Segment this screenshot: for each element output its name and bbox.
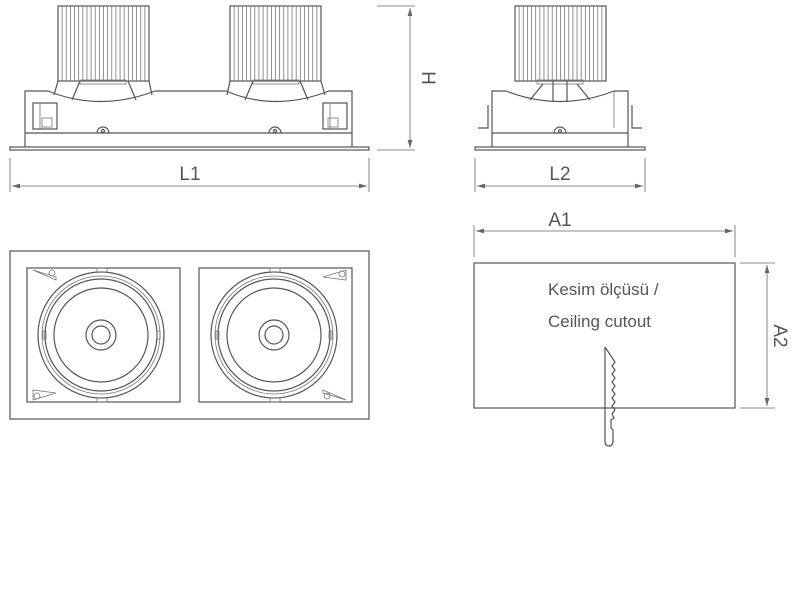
heatsink-right <box>226 5 326 101</box>
cutout-label-en: Ceiling cutout <box>548 312 651 331</box>
top-frame <box>9 250 370 420</box>
l2-label: L2 <box>549 164 570 185</box>
side-view <box>474 5 646 151</box>
a2-label: A2 <box>769 324 790 347</box>
connector-right <box>322 102 348 130</box>
h-label: H <box>417 71 438 85</box>
a1-dimension: A1 <box>473 210 736 257</box>
cutout-view: A1 Kesim ölçüsü / Ceiling cutout A2 <box>473 210 790 447</box>
cutout-label-tr: Kesim ölçüsü / <box>548 280 659 299</box>
front-flange <box>9 146 370 151</box>
a1-label: A1 <box>548 210 571 231</box>
jigsaw-blade-icon <box>604 346 616 447</box>
a2-dimension: A2 <box>740 262 790 409</box>
l2-dimension: L2 <box>474 158 646 192</box>
connector-left <box>32 102 58 130</box>
height-dimension: H <box>377 5 438 151</box>
l1-dimension: L1 <box>9 158 370 192</box>
lamp-module-left <box>26 267 181 403</box>
housing-body <box>24 90 353 133</box>
lamp-module-right <box>198 267 353 403</box>
top-view <box>9 250 370 420</box>
l1-label: L1 <box>179 164 200 185</box>
heatsink-left <box>53 5 153 101</box>
front-view <box>9 5 370 151</box>
